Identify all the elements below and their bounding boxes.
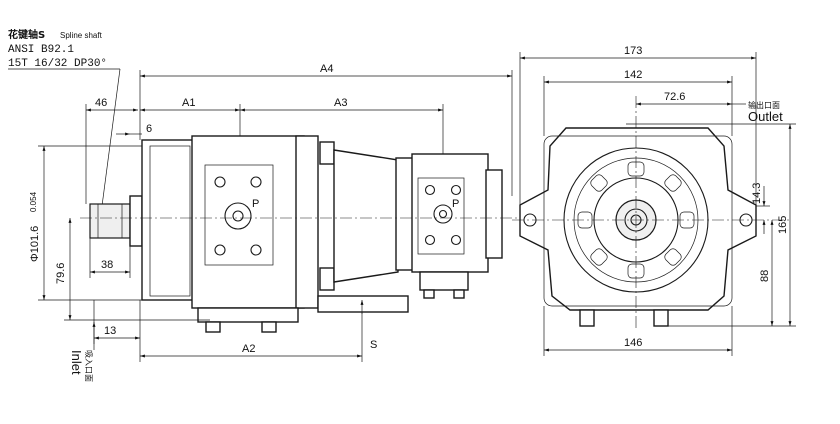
dim-165: 165: [777, 216, 789, 234]
dim-a2: A2: [242, 343, 255, 355]
second-pump-body: [411, 153, 489, 273]
spline-shaft: [89, 203, 131, 239]
spline-note-standard: ANSI B92.1: [8, 44, 74, 56]
side-view: P P: [80, 135, 535, 333]
spline-note-leader: [101, 68, 121, 207]
dim-79-6: 79.6: [55, 263, 67, 284]
dim-88: 88: [759, 270, 771, 282]
dim-38: 38: [101, 259, 113, 271]
connecting-section: [333, 149, 399, 283]
dim-a4: A4: [320, 63, 333, 75]
front-flange: [141, 139, 195, 301]
inlet-label-en: Inlet: [69, 350, 84, 375]
second-port-label: P: [452, 198, 459, 210]
dim-14-3: 14.3: [751, 183, 763, 204]
inlet-label-zh: 吸入口面: [84, 350, 93, 382]
second-port-bore: [433, 204, 453, 224]
side-dimensions: A4 46 A1 A3 6 Φ101.6 0.054 79.6 38: [29, 63, 513, 362]
dim-142: 142: [624, 69, 642, 81]
dim-a3: A3: [334, 97, 347, 109]
spline-note-zh: 花键轴S: [8, 28, 45, 41]
body-ring: [295, 135, 319, 309]
dim-101-6-tol: 0.054: [29, 191, 38, 212]
spline-note-en: Spline shaft: [60, 31, 103, 40]
shaft-collar: [129, 195, 143, 247]
main-foot: [197, 307, 299, 323]
main-port-block: [204, 164, 274, 266]
connecting-foot: [317, 295, 409, 313]
dim-72-6: 72.6: [664, 91, 685, 103]
main-pump-body: [191, 135, 305, 309]
outlet-label-zh: 输出口面: [748, 100, 780, 110]
dim-13: 13: [104, 325, 116, 337]
spline-note-spec: 15T 16/32 DP30°: [8, 58, 107, 70]
spline-note: 花键轴S Spline shaft ANSI B92.1 15T 16/32 D…: [8, 28, 121, 207]
outlet-label-en: Outlet: [748, 109, 783, 124]
inlet-label: Inlet 吸入口面: [69, 350, 93, 382]
dim-s: S: [370, 339, 377, 351]
dim-173: 173: [624, 45, 642, 57]
front-view: [512, 96, 790, 330]
dim-101-6: Φ101.6: [29, 226, 41, 262]
front-body-square: [543, 135, 733, 307]
dim-146: 146: [624, 337, 642, 349]
dim-46: 46: [95, 97, 107, 109]
second-foot: [419, 271, 469, 291]
dim-6: 6: [146, 123, 152, 135]
dim-a1: A1: [182, 97, 195, 109]
main-port-bore: [224, 202, 252, 230]
front-dimensions: 173 142 72.6 输出口面 Outlet 14.3 165 88 146: [519, 45, 796, 356]
main-port-label: P: [252, 198, 259, 210]
second-port-block: [417, 177, 465, 255]
